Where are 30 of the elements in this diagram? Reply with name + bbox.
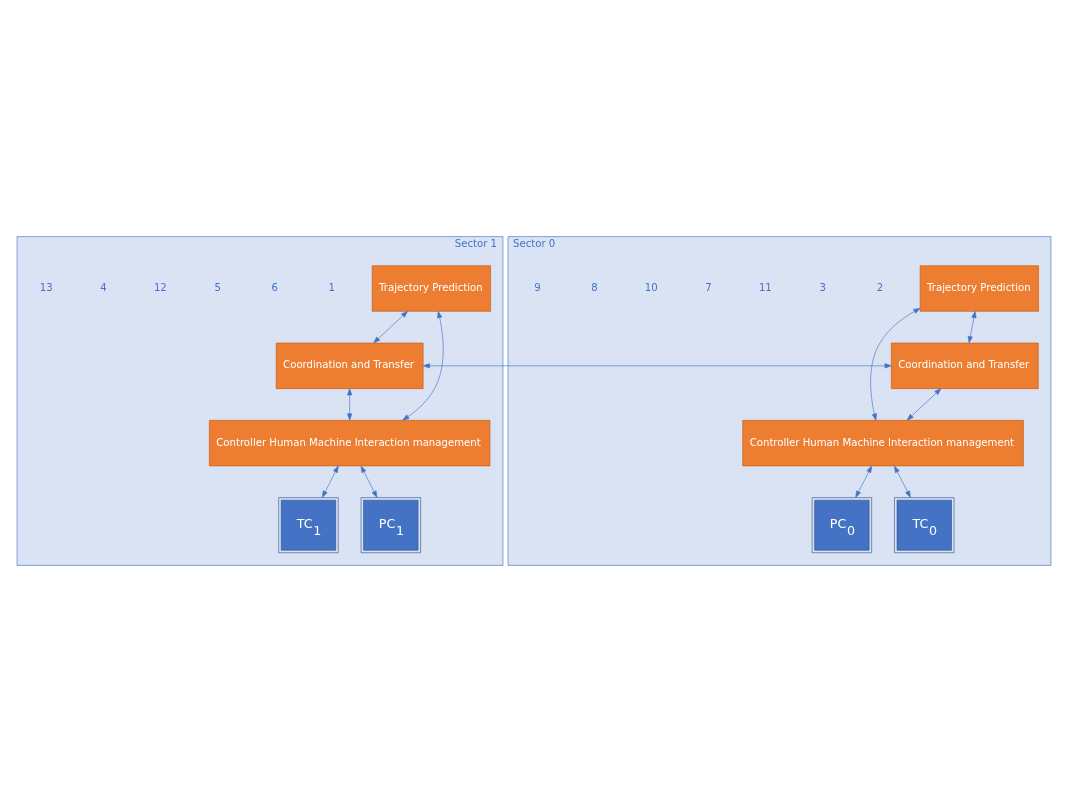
- label: 5: [214, 281, 221, 293]
- arrow: [967, 311, 977, 344]
- node-box: Coordination and Transfer: [891, 342, 1039, 389]
- arrow: [894, 465, 911, 498]
- label: 7: [705, 281, 712, 293]
- label: 10: [644, 281, 658, 293]
- label: 11: [758, 281, 772, 293]
- node-box: Trajectory Prediction: [371, 265, 491, 312]
- arrow: [855, 465, 873, 498]
- label: 1: [328, 281, 335, 293]
- node-box: Controller Human Machine Interaction management: [209, 420, 491, 467]
- label: 12: [153, 281, 167, 293]
- node-box: Coordination and Transfer: [275, 342, 424, 389]
- label: 9: [534, 281, 541, 293]
- arrow: [321, 465, 339, 498]
- arrow: [360, 465, 378, 498]
- label: 13: [39, 281, 53, 293]
- arrow: [870, 308, 921, 421]
- node-box: Controller Human Machine Interaction management: [742, 420, 1024, 467]
- arrow: [422, 363, 892, 369]
- label: 3: [819, 281, 826, 293]
- label: 4: [100, 281, 107, 293]
- arrow: [373, 311, 408, 344]
- label: 2: [876, 281, 884, 293]
- label: 6: [271, 281, 278, 293]
- label: 8: [591, 281, 598, 293]
- arrow: [402, 311, 444, 421]
- arrow: [347, 388, 353, 421]
- arrow: [906, 388, 942, 421]
- node-box: Trajectory Prediction: [919, 265, 1039, 312]
